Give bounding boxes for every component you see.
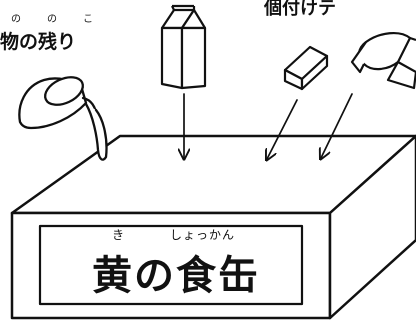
ruby-mono: の — [11, 14, 47, 25]
arrows — [184, 93, 353, 159]
cheese-wedge-icon — [350, 32, 416, 90]
ruby-nokori: のこ — [47, 14, 119, 25]
arrow-icon — [321, 93, 353, 158]
container-title: 黄の食缶 — [92, 253, 260, 299]
food-container-box — [10, 134, 416, 320]
title-ruby-ki: き — [112, 228, 125, 242]
corner-label-ruby: ののこ — [11, 10, 119, 25]
pouring-cup-icon — [18, 76, 108, 161]
box-side-face — [328, 134, 416, 320]
top-label: 個付けテ — [264, 0, 336, 19]
butter-block-icon — [283, 45, 329, 91]
corner-label: 物の残り — [0, 31, 77, 53]
arrow-icon — [267, 99, 298, 159]
box-label-panel — [38, 224, 304, 306]
milk-carton-icon — [160, 4, 207, 90]
title-ruby-shokkan: しょっかん — [170, 228, 236, 242]
